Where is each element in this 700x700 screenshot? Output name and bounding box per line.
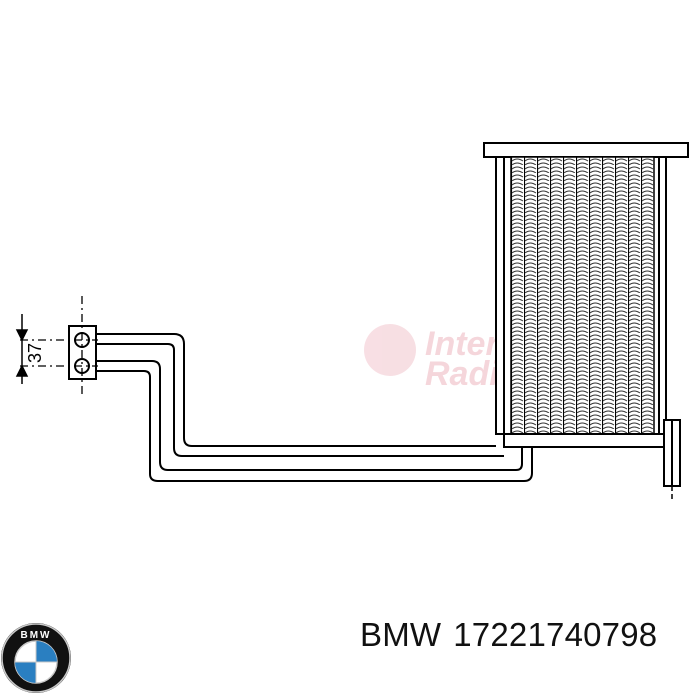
core-fins [510,156,655,435]
dimension-label: 37 [25,343,45,363]
flange-centerlines [20,296,98,398]
part-number: 17221740798 [453,616,658,653]
bmw-logo: BMW [1,623,71,693]
lower-pipe [96,360,533,482]
upper-pipe [96,333,504,457]
svg-text:BMW: BMW [21,630,52,641]
part-caption: BMW 17221740798 [360,616,657,654]
cooler-core [483,142,689,500]
bottom-tank [503,433,669,448]
top-tank [483,142,689,158]
dimension-37 [15,314,29,384]
part-brand: BMW [360,616,442,653]
